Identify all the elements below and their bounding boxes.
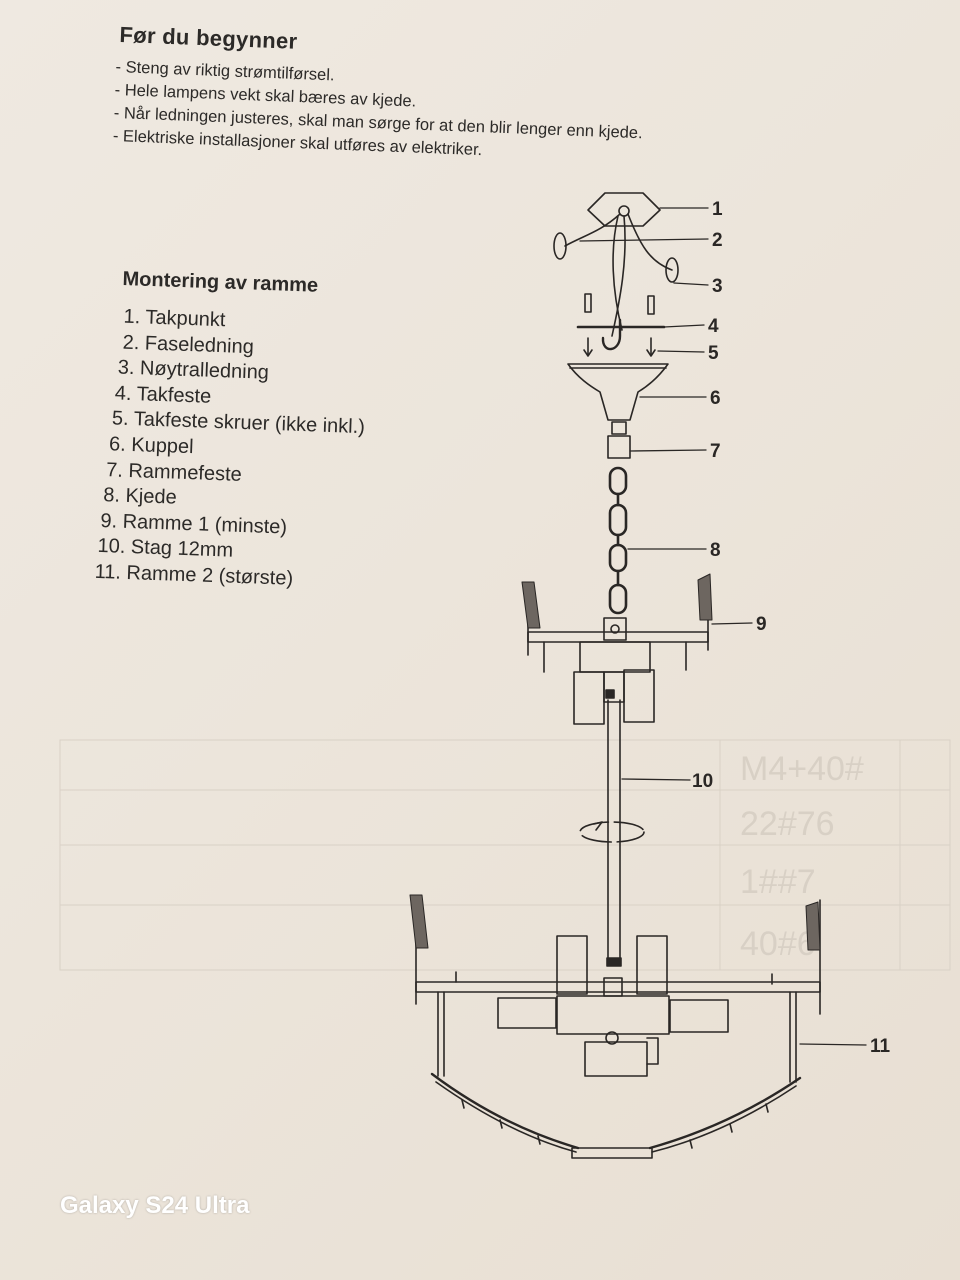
parts-list: 1. Takpunkt 2. Faseledning 3. Nøytralled… xyxy=(94,304,369,595)
rod-part xyxy=(579,699,645,967)
callout-leaders xyxy=(579,207,867,1046)
callout-3: 3 xyxy=(712,276,723,297)
svg-text:40#6: 40#6 xyxy=(740,925,816,963)
callout-10: 10 xyxy=(692,771,713,792)
wires-part xyxy=(553,213,679,337)
frame-mount-part xyxy=(607,421,631,459)
callout-11: 11 xyxy=(870,1036,891,1057)
screws-part xyxy=(583,293,656,357)
callout-9: 9 xyxy=(756,614,767,635)
callout-8: 8 xyxy=(710,540,721,561)
ceiling-bracket-part xyxy=(576,318,666,351)
svg-text:M4+40#: M4+40# xyxy=(740,750,864,788)
frame-2-part xyxy=(409,894,821,1159)
dome-part xyxy=(567,363,669,421)
callout-2: 2 xyxy=(712,230,723,251)
callout-7: 7 xyxy=(710,441,721,462)
show-through-marks: M4+40# 22#76 1##7 40#6 xyxy=(59,739,951,971)
callout-4: 4 xyxy=(708,316,719,337)
callout-6: 6 xyxy=(710,388,721,409)
svg-text:22#76: 22#76 xyxy=(740,805,835,843)
chain-part xyxy=(608,466,628,615)
callout-1: 1 xyxy=(712,199,723,220)
camera-watermark: Galaxy S24 Ultra xyxy=(60,1192,250,1219)
frame-1-part xyxy=(521,573,713,725)
callout-5: 5 xyxy=(708,343,719,364)
svg-text:1##7: 1##7 xyxy=(740,863,816,901)
